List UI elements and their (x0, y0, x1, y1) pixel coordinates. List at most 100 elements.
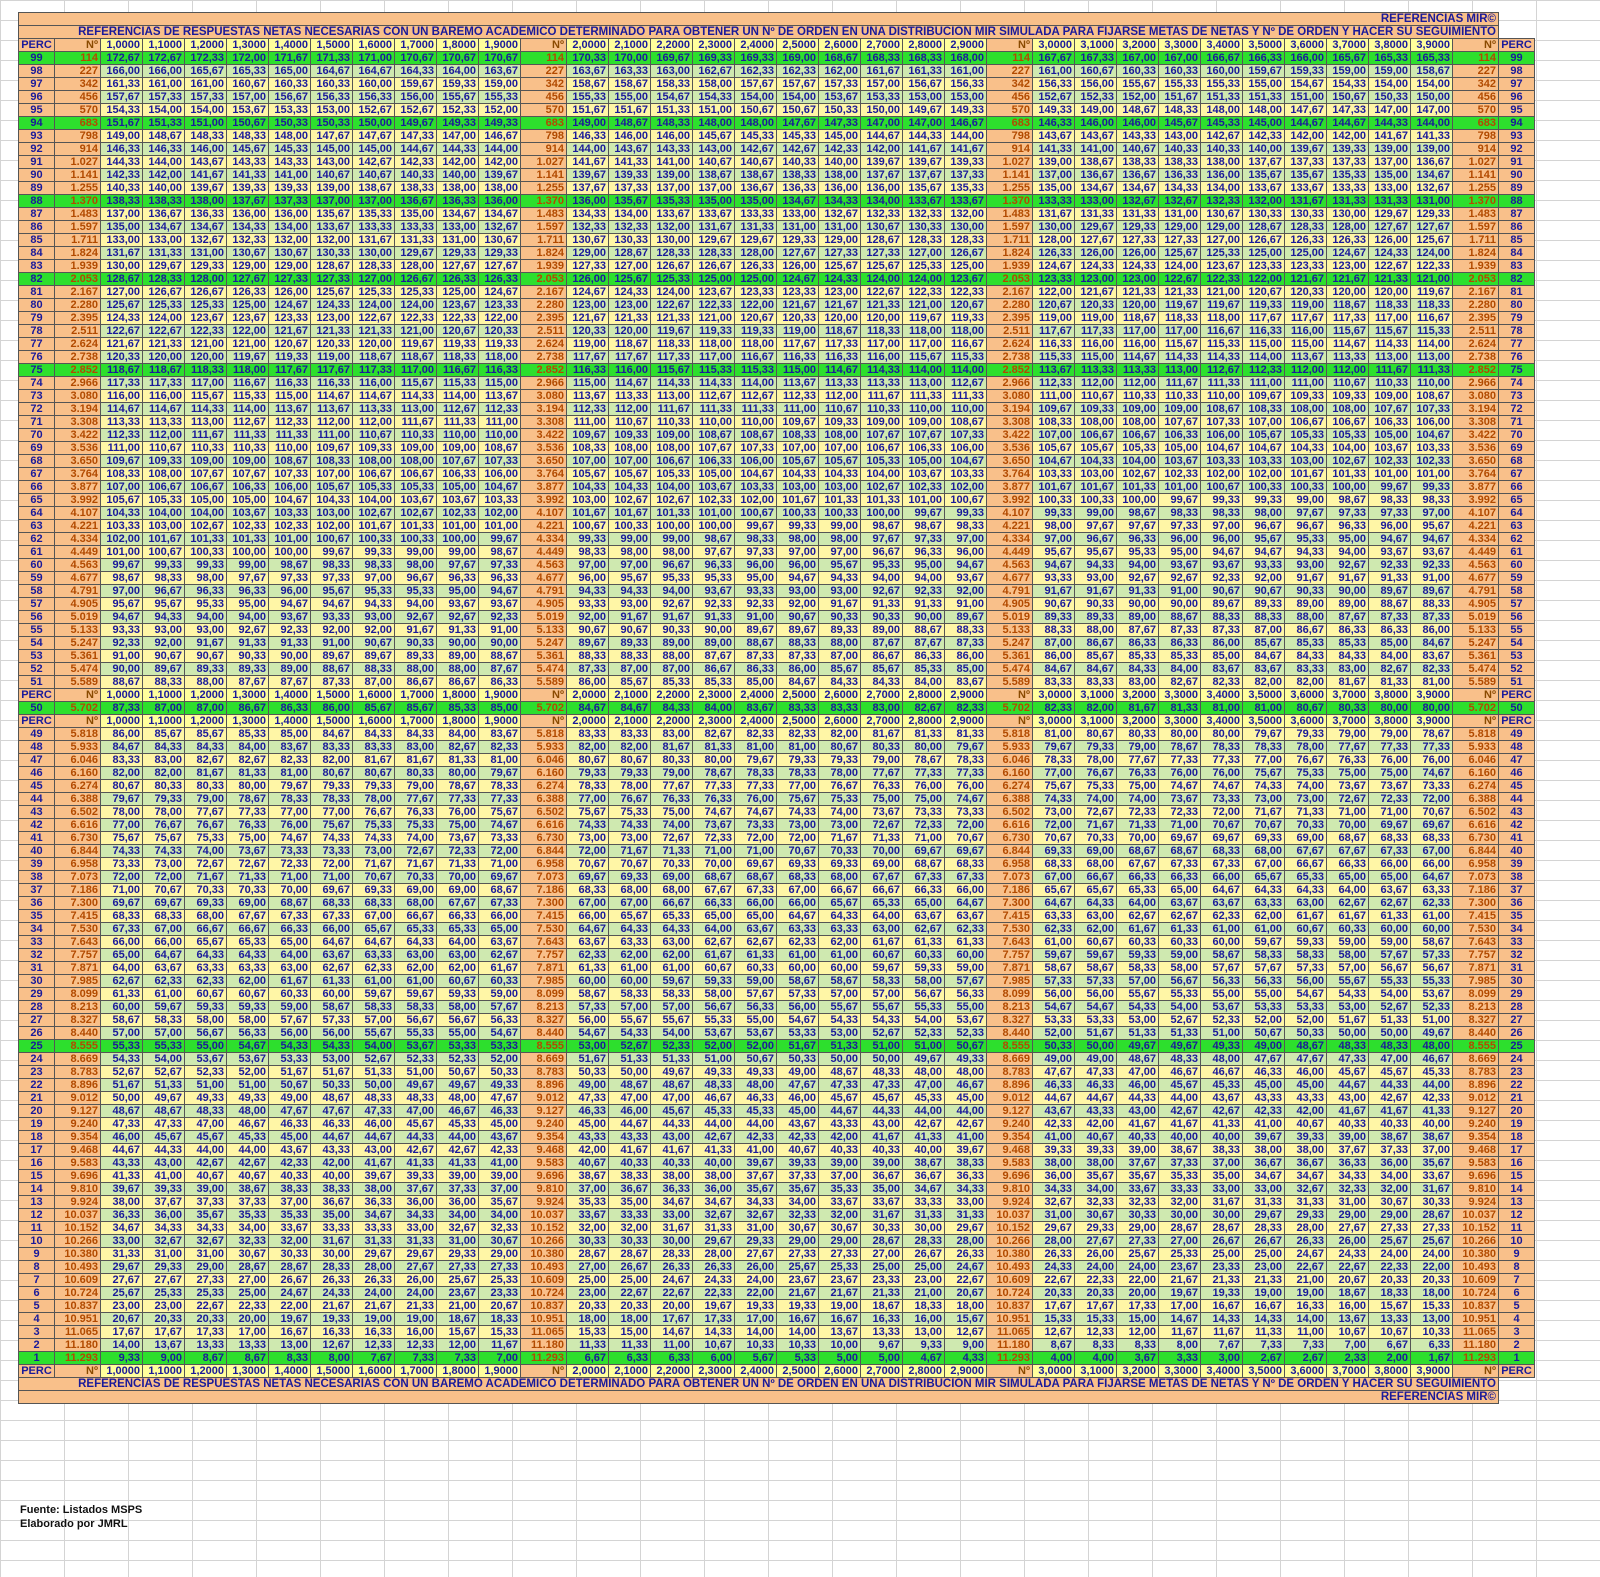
net-answers-cell: 79,33 (608, 766, 651, 780)
net-answers-cell: 75,67 (776, 792, 819, 806)
net-answers-cell: 76,00 (1410, 753, 1453, 767)
net-answers-cell: 77,33 (226, 805, 269, 819)
net-answers-cell: 74,33 (142, 844, 185, 858)
net-answers-cell: 104,67 (1032, 454, 1075, 468)
header-perc: PERC (18, 688, 55, 702)
net-answers-cell: 64,00 (268, 948, 311, 962)
net-answers-cell: 127,67 (478, 259, 521, 273)
net-answers-cell: 153,33 (860, 90, 903, 104)
net-answers-cell: 104,00 (650, 480, 693, 494)
net-answers-cell: 29,67 (100, 1260, 143, 1274)
order-number-cell: 3.536 (986, 441, 1033, 455)
net-answers-cell: 102,00 (734, 493, 777, 507)
net-answers-cell: 15,33 (566, 1325, 609, 1339)
percentile-cell: 80 (18, 298, 55, 312)
net-answers-cell: 74,33 (776, 805, 819, 819)
net-answers-cell: 163,67 (478, 64, 521, 78)
net-answers-cell: 99,67 (478, 532, 521, 546)
net-answers-cell: 40,67 (776, 1143, 819, 1157)
net-answers-cell: 151,67 (100, 116, 143, 130)
title-banner-bottom-cell: REFERENCIAS MIR© (18, 1390, 1499, 1404)
header-baremo: 1,8000 (436, 714, 479, 728)
net-answers-cell: 133,67 (1284, 181, 1327, 195)
net-answers-cell: 20,00 (1116, 1286, 1159, 1300)
net-answers-cell: 117,00 (860, 337, 903, 351)
order-number-cell: 6.844 (986, 844, 1033, 858)
net-answers-cell: 138,33 (1116, 155, 1159, 169)
order-number-cell: 7.415 (54, 909, 101, 923)
order-number-cell: 3.650 (1452, 454, 1499, 468)
net-answers-cell: 118,67 (608, 337, 651, 351)
header-baremo: 1,6000 (352, 688, 395, 702)
net-answers-cell: 21,33 (394, 1299, 437, 1313)
net-answers-cell: 67,33 (902, 870, 945, 884)
net-answers-cell: 85,00 (1200, 649, 1243, 663)
net-answers-cell: 82,67 (902, 701, 945, 715)
net-answers-cell: 128,33 (902, 233, 945, 247)
net-answers-cell: 52,33 (650, 1039, 693, 1053)
net-answers-cell: 97,33 (734, 545, 777, 559)
net-answers-cell: 52,33 (184, 1065, 227, 1079)
net-answers-cell: 103,00 (776, 480, 819, 494)
net-answers-cell: 75,33 (818, 792, 861, 806)
net-answers-cell: 62,33 (1032, 922, 1075, 936)
net-answers-cell: 158,67 (566, 77, 609, 91)
order-number-cell: 6.274 (520, 779, 567, 793)
order-number-cell: 9.468 (520, 1143, 567, 1157)
percentile-cell: 74 (1498, 376, 1535, 390)
net-answers-cell: 142,33 (818, 142, 861, 156)
net-answers-cell: 96,67 (860, 545, 903, 559)
order-number-cell: 8.896 (54, 1078, 101, 1092)
net-answers-cell: 28,67 (1410, 1208, 1453, 1222)
net-answers-cell: 56,33 (1200, 974, 1243, 988)
net-answers-cell: 60,33 (1158, 935, 1201, 949)
net-answers-cell: 24,33 (692, 1273, 735, 1287)
net-answers-cell: 106,67 (650, 454, 693, 468)
net-answers-cell: 48,33 (692, 1078, 735, 1092)
net-answers-cell: 38,33 (944, 1156, 987, 1170)
order-number-cell: 683 (54, 116, 101, 130)
net-answers-cell: 48,00 (944, 1065, 987, 1079)
net-answers-cell: 34,33 (1032, 1182, 1075, 1196)
net-answers-cell: 89,33 (184, 662, 227, 676)
net-answers-cell: 143,00 (1158, 129, 1201, 143)
net-answers-cell: 98,67 (692, 532, 735, 546)
net-answers-cell: 132,33 (566, 220, 609, 234)
net-answers-cell: 78,67 (1158, 740, 1201, 754)
net-answers-cell: 166,33 (1242, 51, 1285, 65)
order-number-cell: 8.213 (986, 1000, 1033, 1014)
net-answers-cell: 65,00 (1158, 883, 1201, 897)
net-answers-cell: 126,00 (1116, 246, 1159, 260)
order-number-cell: 5.019 (1452, 610, 1499, 624)
net-answers-cell: 33,67 (566, 1208, 609, 1222)
net-answers-cell: 63,33 (1242, 896, 1285, 910)
net-answers-cell: 61,67 (1326, 909, 1369, 923)
header-baremo: 1,3000 (226, 1364, 269, 1378)
percentile-cell: 12 (1498, 1208, 1535, 1222)
net-answers-cell: 27,33 (1116, 1234, 1159, 1248)
net-answers-cell: 45,33 (1410, 1065, 1453, 1079)
order-number-cell: 7.300 (1452, 896, 1499, 910)
net-answers-cell: 111,00 (310, 428, 353, 442)
net-answers-cell: 74,33 (100, 844, 143, 858)
net-answers-cell: 106,33 (692, 454, 735, 468)
net-answers-cell: 79,67 (944, 740, 987, 754)
net-answers-cell: 88,00 (394, 662, 437, 676)
net-answers-cell: 102,00 (310, 519, 353, 533)
net-answers-cell: 75,00 (1326, 766, 1369, 780)
order-number-cell: 227 (1452, 64, 1499, 78)
net-answers-cell: 114,33 (692, 376, 735, 390)
net-answers-cell: 129,00 (818, 233, 861, 247)
net-answers-cell: 33,00 (944, 1195, 987, 1209)
net-answers-cell: 38,67 (566, 1169, 609, 1183)
net-answers-cell: 31,33 (352, 1234, 395, 1248)
order-number-cell: 9.127 (520, 1104, 567, 1118)
net-answers-cell: 101,00 (436, 519, 479, 533)
net-answers-cell: 125,00 (734, 272, 777, 286)
net-answers-cell: 122,33 (692, 298, 735, 312)
net-answers-cell: 99,33 (142, 558, 185, 572)
order-number-cell: 4.449 (54, 545, 101, 559)
net-answers-cell: 132,33 (860, 207, 903, 221)
